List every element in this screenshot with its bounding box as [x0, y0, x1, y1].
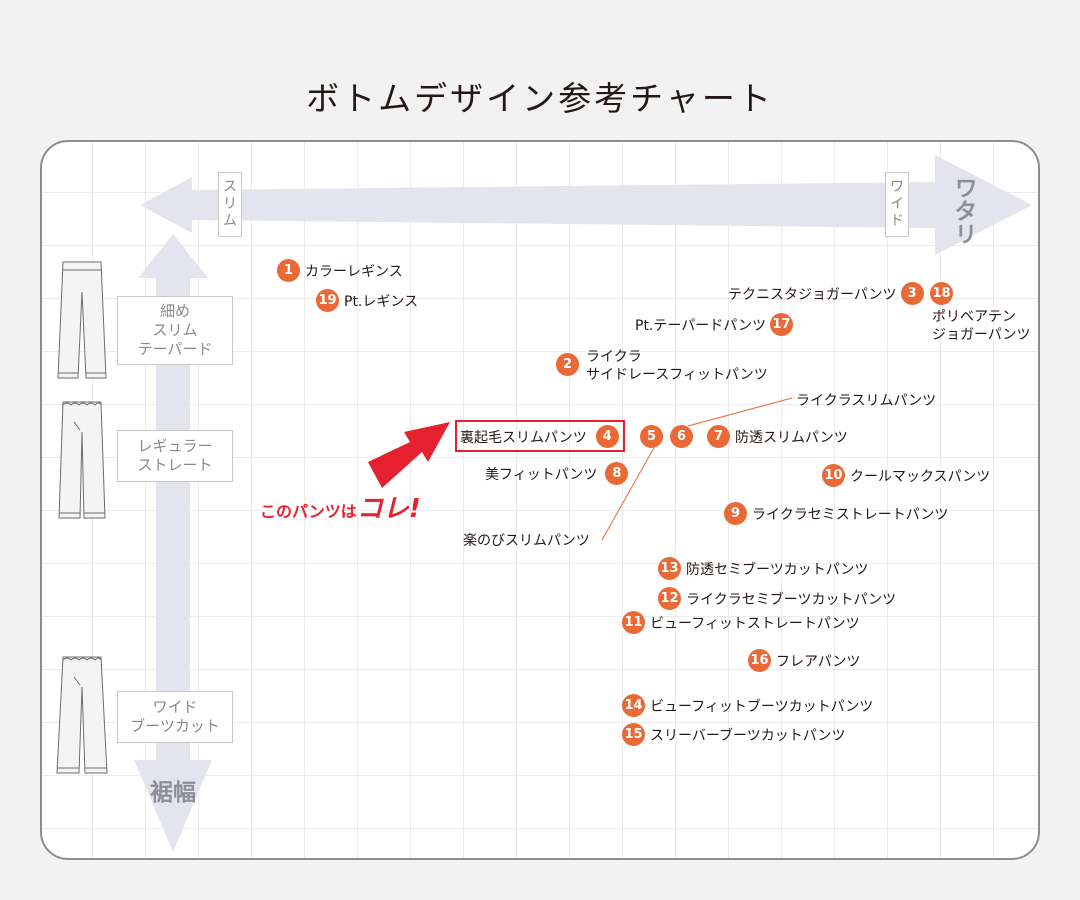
axis-label-wide: ワイド [885, 172, 909, 237]
badge-11: 11 [622, 611, 645, 634]
badge-10: 10 [822, 464, 845, 487]
badge-3: 3 [900, 282, 924, 305]
item-label: 美フィットパンツ [485, 466, 598, 483]
callout-prefix: このパンツは [260, 502, 357, 521]
item-17: Pt.テーパードパンツ 17 [635, 313, 793, 336]
item-label: スリーバーブーツカットパンツ [650, 727, 846, 744]
item-15: 15 スリーバーブーツカットパンツ [622, 723, 845, 746]
item-label: Pt.テーパードパンツ [635, 317, 766, 334]
vertical-arrow [134, 234, 212, 852]
item-13: 13 防透セミブーツカットパンツ [658, 557, 868, 580]
item-12: 12 ライクラセミブーツカットパンツ [658, 587, 896, 610]
item-label: ライクラセミブーツカットパンツ [686, 591, 897, 608]
item-2-label: ライクラ サイドレースフィットパンツ [586, 349, 768, 383]
highlight-box [455, 420, 625, 452]
item-11: 11 ビューフィットストレートパンツ [622, 611, 860, 634]
item-8: 美フィットパンツ 8 [485, 462, 629, 485]
side-label-regular: レギュラー ストレート [117, 430, 233, 482]
item-label: Pt.レギンス [344, 293, 419, 310]
callout-arrow [368, 422, 450, 488]
badge-15: 15 [622, 723, 645, 746]
item-4: 裏起毛スリムパンツ 4 [460, 425, 619, 448]
badge-1: 1 [277, 259, 300, 282]
badge-8: 8 [605, 462, 629, 485]
badge-18: 18 [930, 282, 953, 305]
badge-2: 2 [556, 353, 579, 376]
chart-panel [40, 140, 1040, 860]
pants-slim-illustration [57, 261, 107, 379]
axis-name-susohaba: 裾幅 [150, 780, 196, 806]
pants-regular-illustration [58, 401, 106, 519]
item-10: 10 クールマックスパンツ [822, 464, 990, 487]
leader-label-tanonobi-slim: 楽のびスリムパンツ [463, 533, 590, 549]
pants-wide-illustration [56, 656, 108, 774]
badge-13: 13 [658, 557, 681, 580]
item-label: クールマックスパンツ [850, 468, 991, 485]
axis-name-watari: ワタリ [950, 176, 976, 245]
badge-5: 5 [640, 425, 663, 448]
badge-6: 6 [670, 425, 693, 448]
item-7: 7 防透スリムパンツ [707, 425, 848, 448]
axis-label-slim: スリム [218, 172, 242, 237]
item-label: カラーレギンス [305, 263, 403, 280]
badge-12: 12 [658, 587, 681, 610]
item-16: 16 フレアパンツ [748, 649, 860, 672]
side-label-slim: 細め スリム テーパード [117, 296, 233, 365]
badge-16: 16 [748, 649, 771, 672]
callout-emphasis: コレ! [356, 494, 421, 524]
item-label: ビューフィットストレートパンツ [650, 615, 860, 632]
item-label: ライクラセミストレートパンツ [752, 506, 949, 523]
item-label: 裏起毛スリムパンツ [460, 429, 587, 446]
callout-text: このパンツはコレ! [260, 488, 421, 525]
badge-14: 14 [622, 694, 645, 717]
item-label: フレアパンツ [776, 653, 861, 670]
page-title: ボトムデザイン参考チャート [306, 79, 774, 118]
item-19: 19 Pt.レギンス [316, 289, 418, 312]
item-label: 防透スリムパンツ [735, 429, 848, 446]
item-18-label: ポリベアテン ジョガーパンツ [932, 309, 1031, 343]
side-label-wide: ワイド ブーツカット [117, 691, 233, 743]
badge-9: 9 [724, 502, 747, 525]
badge-17: 17 [769, 313, 793, 336]
item-label: テクニスタジョガーパンツ [728, 286, 897, 303]
horizontal-arrow [140, 155, 1032, 255]
leader-label-raikura-slim: ライクラスリムパンツ [796, 393, 937, 409]
item-14: 14 ビューフィットブーツカットパンツ [622, 694, 873, 717]
item-9: 9 ライクラセミストレートパンツ [724, 502, 948, 525]
item-3: テクニスタジョガーパンツ 3 [728, 282, 924, 305]
item-label: 防透セミブーツカットパンツ [686, 561, 869, 578]
badge-7: 7 [707, 425, 730, 448]
badge-19: 19 [316, 289, 339, 312]
badge-4: 4 [595, 425, 619, 448]
item-label: ビューフィットブーツカットパンツ [650, 698, 874, 715]
item-1: 1 カラーレギンス [277, 259, 403, 282]
